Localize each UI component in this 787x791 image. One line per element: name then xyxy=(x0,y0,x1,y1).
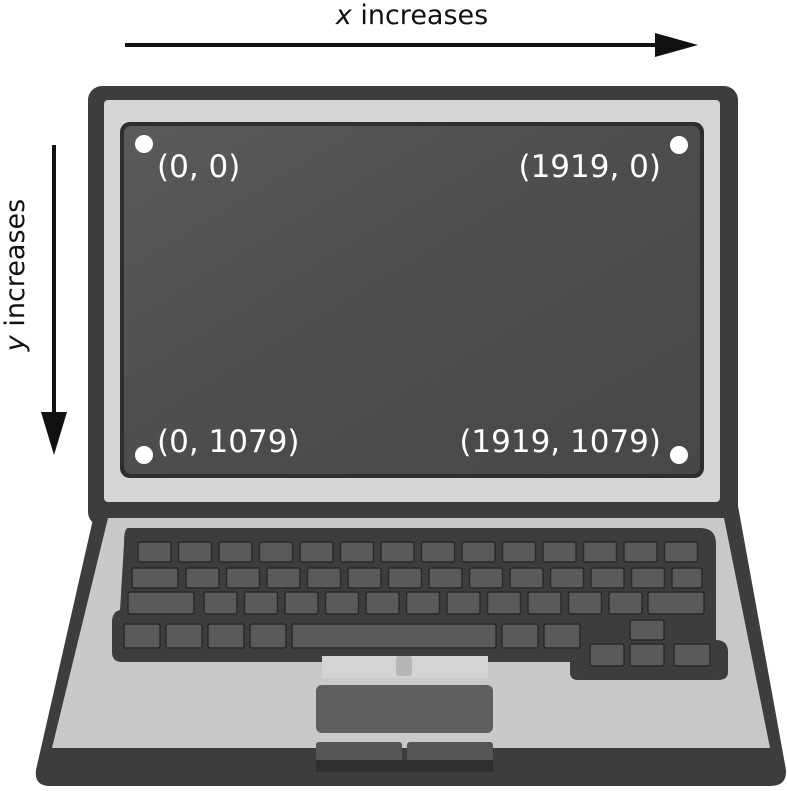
keyboard-key xyxy=(185,567,220,589)
keyboard-key xyxy=(542,541,577,563)
keyboard-key xyxy=(177,541,213,563)
keyboard-key xyxy=(673,643,711,667)
keyboard-key xyxy=(623,541,658,563)
keyboard-key xyxy=(663,541,699,563)
keyboard-key xyxy=(258,541,294,563)
keyboard-key xyxy=(461,541,496,563)
laptop-base xyxy=(35,506,787,786)
corner-dot-top-right xyxy=(670,136,688,154)
keyboard-key xyxy=(380,541,415,563)
corner-dot-bottom-left xyxy=(135,446,153,464)
keyboard-key xyxy=(582,541,618,563)
keyboard-key xyxy=(629,619,665,641)
keyboard-key xyxy=(131,567,179,589)
y-axis-arrowhead xyxy=(41,412,67,455)
keyboard-key xyxy=(589,643,625,667)
corner-dot-bottom-right xyxy=(670,446,688,464)
keyboard-key xyxy=(299,541,334,563)
keyboard-key xyxy=(165,623,203,649)
keyboard-key xyxy=(203,591,238,615)
keyboard-key xyxy=(225,567,261,589)
corner-label-top-left: (0, 0) xyxy=(157,149,240,185)
keyboard-key xyxy=(137,541,172,563)
x-axis-variable: x xyxy=(335,0,353,31)
y-axis-indicator: y increases xyxy=(0,145,67,455)
keyboard-key xyxy=(446,591,481,615)
indicator-light xyxy=(396,656,412,676)
keyboard-key xyxy=(347,567,382,589)
keyboard-key xyxy=(468,567,504,589)
keyboard-key xyxy=(486,591,522,615)
keyboard-key xyxy=(291,623,497,649)
keyboard-key xyxy=(567,591,603,615)
x-axis-arrowhead xyxy=(655,33,698,57)
corner-label-top-right: (1919, 0) xyxy=(518,149,661,185)
front-lip xyxy=(316,760,493,772)
touchpad[interactable] xyxy=(316,685,493,733)
keyboard-key xyxy=(590,567,625,589)
keyboard-key xyxy=(405,591,441,615)
keyboard-key xyxy=(218,541,253,563)
keyboard-key xyxy=(266,567,301,589)
screen-surface xyxy=(124,126,700,474)
keyboard xyxy=(123,541,711,667)
corner-label-bottom-right: (1919, 1079) xyxy=(459,424,661,460)
keyboard-key xyxy=(630,567,666,589)
keyboard-key xyxy=(549,567,585,589)
keyboard-key xyxy=(509,567,544,589)
keyboard-key xyxy=(365,591,400,615)
keyboard-key xyxy=(501,541,537,563)
keyboard-key xyxy=(243,591,279,615)
laptop-lid: (0, 0) (1919, 0) (0, 1079) (1919, 1079) xyxy=(88,86,738,526)
y-axis-label: y increases xyxy=(0,199,31,352)
keyboard-key xyxy=(249,623,287,649)
keyboard-key xyxy=(207,623,245,649)
x-axis-label: x increases xyxy=(335,0,488,31)
corner-dot-top-left xyxy=(135,135,153,153)
keyboard-key xyxy=(428,567,463,589)
keyboard-key xyxy=(608,591,643,615)
keyboard-key xyxy=(387,567,423,589)
x-axis-indicator: x increases xyxy=(125,0,698,57)
keyboard-key xyxy=(284,591,319,615)
x-axis-text: increases xyxy=(352,0,488,31)
keyboard-key xyxy=(127,591,195,615)
keyboard-key xyxy=(339,541,375,563)
keyboard-key xyxy=(501,623,539,649)
keyboard-key xyxy=(671,567,703,589)
keyboard-key xyxy=(420,541,456,563)
keyboard-key xyxy=(543,623,581,649)
keyboard-key xyxy=(629,643,665,667)
keyboard-key xyxy=(527,591,562,615)
y-axis-text: increases xyxy=(0,199,31,335)
keyboard-key xyxy=(324,591,360,615)
keyboard-key xyxy=(647,591,705,615)
keyboard-key xyxy=(306,567,342,589)
keyboard-key xyxy=(123,623,161,649)
corner-label-bottom-left: (0, 1079) xyxy=(157,424,300,460)
y-axis-variable: y xyxy=(0,334,31,352)
